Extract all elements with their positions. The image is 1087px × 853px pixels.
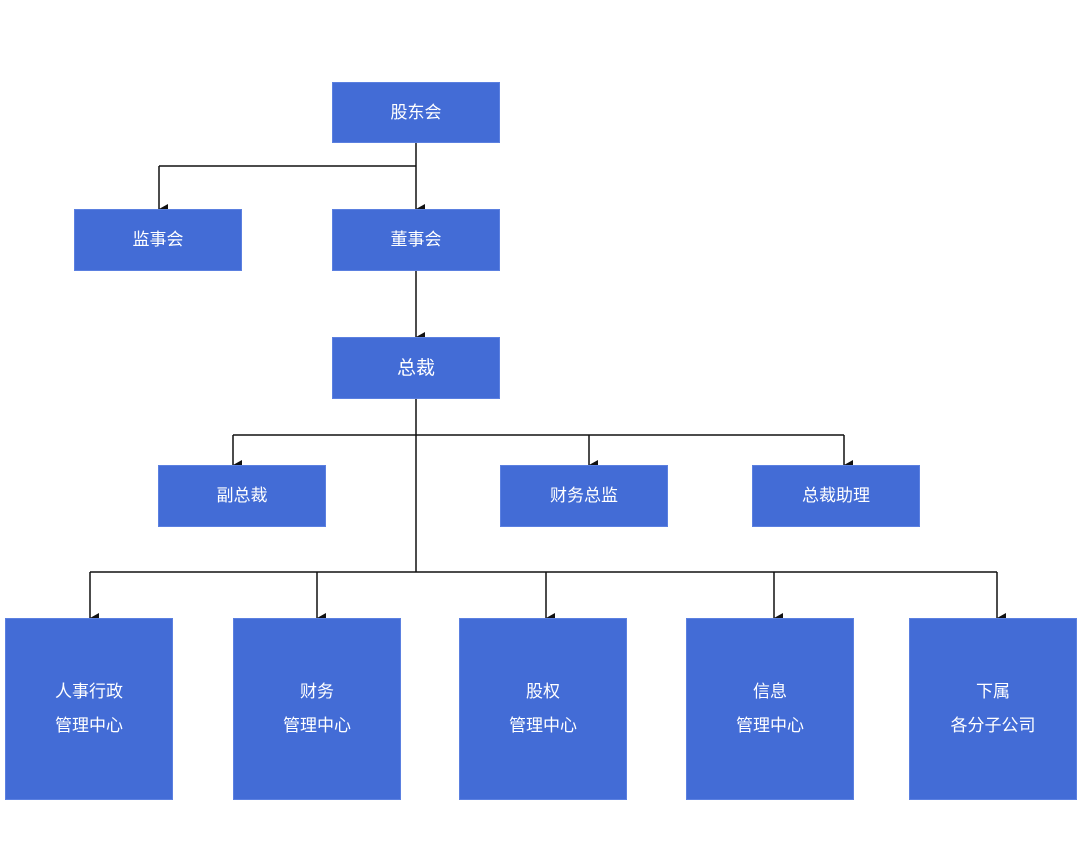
node-label: 总裁助理 bbox=[802, 486, 870, 506]
node-board: 董事会 bbox=[332, 209, 500, 271]
node-finance-center: 财务 管理中心 bbox=[233, 618, 401, 800]
node-cfo: 财务总监 bbox=[500, 465, 668, 527]
node-label-line1: 下属 bbox=[976, 682, 1010, 702]
node-label: 董事会 bbox=[390, 230, 442, 250]
node-label-line2: 管理中心 bbox=[736, 716, 804, 736]
node-label-line2: 管理中心 bbox=[283, 716, 351, 736]
node-label-line2: 各分子公司 bbox=[950, 716, 1036, 736]
node-label-line2: 管理中心 bbox=[55, 716, 123, 736]
node-subsidiaries: 下属 各分子公司 bbox=[909, 618, 1077, 800]
node-vice-president: 副总裁 bbox=[158, 465, 326, 527]
node-label: 股东会 bbox=[390, 102, 442, 123]
node-equity-center: 股权 管理中心 bbox=[459, 618, 627, 800]
node-label: 监事会 bbox=[132, 230, 184, 250]
node-hr-center: 人事行政 管理中心 bbox=[5, 618, 173, 800]
node-label-line1: 信息 bbox=[753, 682, 787, 702]
node-assistant: 总裁助理 bbox=[752, 465, 920, 527]
node-president: 总裁 bbox=[332, 337, 500, 399]
node-label: 副总裁 bbox=[216, 486, 268, 506]
node-label-line1: 财务 bbox=[300, 682, 334, 702]
node-label-line2: 管理中心 bbox=[509, 716, 577, 736]
node-label: 财务总监 bbox=[550, 486, 618, 506]
node-supervisors: 监事会 bbox=[74, 209, 242, 271]
node-info-center: 信息 管理中心 bbox=[686, 618, 854, 800]
node-shareholders: 股东会 bbox=[332, 82, 500, 143]
node-label: 总裁 bbox=[396, 357, 435, 379]
node-label-line1: 人事行政 bbox=[55, 682, 123, 702]
node-label-line1: 股权 bbox=[526, 682, 560, 702]
